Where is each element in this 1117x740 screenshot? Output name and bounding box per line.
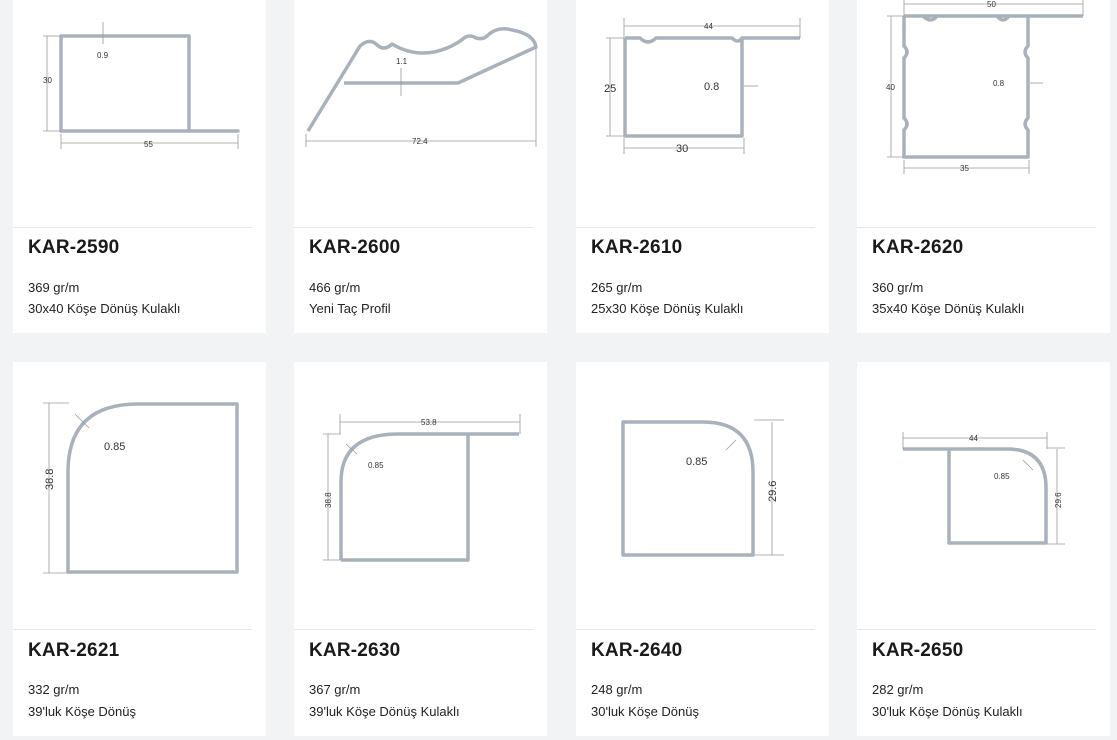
dim-radius: 0.85: [368, 461, 384, 470]
divider: [294, 227, 533, 228]
product-weight: 367 gr/m: [309, 682, 361, 697]
dim-radius: 0.85: [686, 456, 707, 468]
product-description: 30x40 Köşe Dönüş Kulaklı: [28, 301, 181, 316]
profile-diagram: 53.8 38.8 0.85: [323, 414, 521, 562]
profile-drawing: 38.8 0.85: [13, 362, 266, 628]
dim-thickness: 0.8: [993, 79, 1005, 88]
product-code[interactable]: KAR-2650: [872, 640, 964, 661]
product-weight: 466 gr/m: [309, 280, 361, 295]
product-code[interactable]: KAR-2600: [309, 237, 401, 258]
dim-top: 44: [704, 22, 713, 31]
dim-top: 50: [987, 0, 996, 9]
divider: [13, 227, 252, 228]
divider: [576, 227, 815, 228]
dim-radius: 0.85: [104, 441, 125, 453]
profile-diagram: 1.1 72.4: [305, 27, 538, 147]
divider: [294, 629, 533, 630]
product-weight: 265 gr/m: [591, 280, 643, 295]
product-weight: 332 gr/m: [28, 682, 80, 697]
profile-drawing: 44 29.6 0.85: [857, 362, 1110, 628]
product-description: 39'luk Köşe Dönüş: [28, 704, 136, 719]
product-card[interactable]: 44 25 0.8 30 KAR-2610 265 gr/m 25x30 Köş…: [576, 0, 829, 333]
profile-diagram: 44 25 0.8 30: [604, 18, 801, 155]
product-code[interactable]: KAR-2590: [28, 237, 120, 258]
product-description: 39'luk Köşe Dönüş Kulaklı: [309, 704, 460, 719]
product-weight: 282 gr/m: [872, 682, 924, 697]
profile-drawing: 29.6 0.85: [576, 362, 829, 628]
product-card[interactable]: 53.8 38.8 0.85 KAR-2630 367 gr/m 39'luk …: [294, 362, 547, 736]
profile-diagram: 29.6 0.85: [621, 419, 784, 557]
product-description: 30'luk Köşe Dönüş: [591, 704, 699, 719]
dim-width: 72.4: [412, 137, 428, 146]
profile-diagram: 44 29.6 0.85: [902, 432, 1065, 545]
dim-radius: 0.85: [994, 472, 1010, 481]
profile-drawing: 53.8 38.8 0.85: [294, 362, 547, 628]
dim-height: 38.8: [324, 492, 333, 508]
product-code[interactable]: KAR-2640: [591, 640, 683, 661]
product-code[interactable]: KAR-2610: [591, 237, 683, 258]
dim-height: 29.6: [1054, 492, 1063, 508]
product-weight: 369 gr/m: [28, 280, 80, 295]
dim-top: 53.8: [421, 418, 437, 427]
product-card[interactable]: 38.8 0.85 KAR-2621 332 gr/m 39'luk Köşe …: [13, 362, 266, 736]
profile-diagram: 30 0.9 55: [43, 22, 240, 149]
dim-thickness: 0.8: [704, 81, 719, 93]
product-code[interactable]: KAR-2630: [309, 640, 401, 661]
product-card[interactable]: 50 40 0.8 35 KAR-2620 360 gr/m 35x40 Köş…: [857, 0, 1110, 333]
product-card[interactable]: 44 29.6 0.85 KAR-2650 282 gr/m 30'luk Kö…: [857, 362, 1110, 736]
product-card[interactable]: 30 0.9 55 KAR-2590 369 gr/m 30x40 Köşe D…: [13, 0, 266, 333]
dim-bottom: 35: [960, 164, 969, 173]
product-description: 35x40 Köşe Dönüş Kulaklı: [872, 301, 1025, 316]
product-description: Yeni Taç Profil: [309, 301, 391, 316]
divider: [13, 629, 252, 630]
dim-height: 29.6: [767, 481, 779, 502]
profile-diagram: 38.8 0.85: [43, 402, 239, 574]
profile-diagram: 50 40 0.8 35: [886, 0, 1084, 174]
divider: [857, 629, 1096, 630]
product-weight: 248 gr/m: [591, 682, 643, 697]
profile-drawing: 44 25 0.8 30: [576, 0, 829, 226]
profile-drawing: 30 0.9 55: [13, 0, 266, 226]
product-weight: 360 gr/m: [872, 280, 924, 295]
product-code[interactable]: KAR-2620: [872, 237, 964, 258]
product-description: 30'luk Köşe Dönüş Kulaklı: [872, 704, 1023, 719]
dim-height: 30: [43, 76, 52, 85]
divider: [857, 227, 1096, 228]
dim-bottom: 30: [676, 143, 688, 155]
product-card[interactable]: 29.6 0.85 KAR-2640 248 gr/m 30'luk Köşe …: [576, 362, 829, 736]
profile-drawing: 1.1 72.4: [294, 0, 547, 226]
dim-width: 55: [144, 140, 153, 149]
profile-drawing: 50 40 0.8 35: [857, 0, 1110, 226]
dim-thickness: 0.9: [97, 51, 109, 60]
dim-top: 44: [969, 434, 978, 443]
dim-thickness: 1.1: [396, 57, 408, 66]
product-code[interactable]: KAR-2621: [28, 640, 120, 661]
product-card[interactable]: 1.1 72.4 KAR-2600 466 gr/m Yeni Taç Prof…: [294, 0, 547, 333]
dim-height: 38.8: [44, 469, 56, 490]
dim-height: 40: [886, 83, 895, 92]
product-description: 25x30 Köşe Dönüş Kulaklı: [591, 301, 744, 316]
divider: [576, 629, 815, 630]
dim-height: 25: [604, 83, 616, 95]
